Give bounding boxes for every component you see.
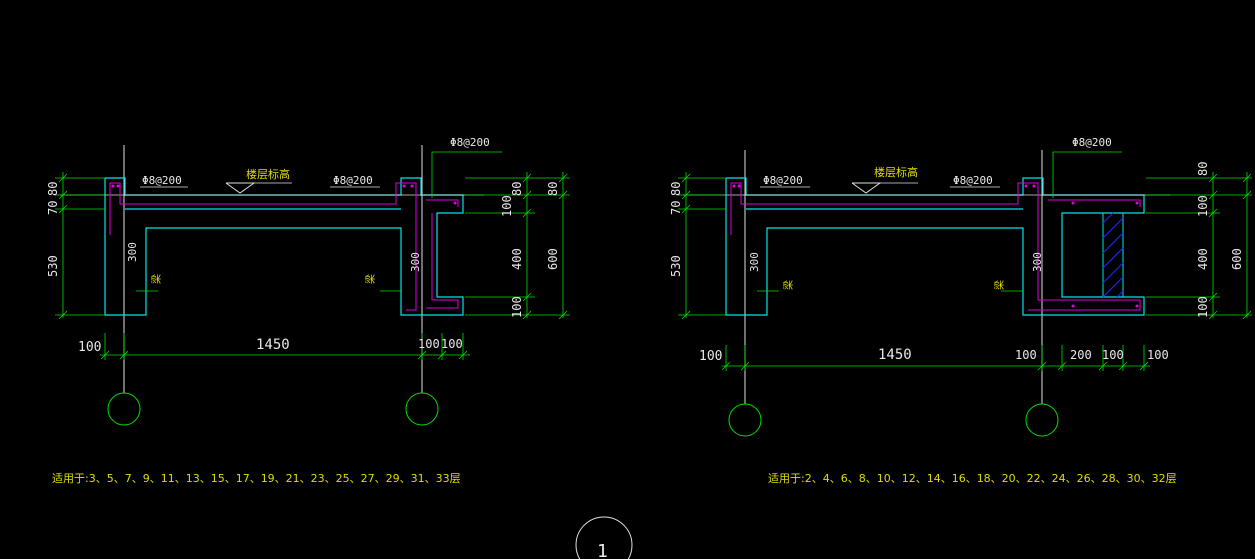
left-dims-right [465, 172, 570, 320]
left-rebar-lead-label: Φ8@200 [450, 136, 490, 149]
left-rebar-dot [410, 184, 414, 188]
left-rebar-label-2: Φ8@200 [333, 174, 373, 187]
right-rebar-label-1: Φ8@200 [763, 174, 803, 187]
right-rebar-lead-line [1052, 151, 1122, 198]
left-rebar-2 [426, 199, 459, 207]
left-dim-left-530: 530 [46, 255, 60, 277]
right-dim-bottom-1450: 1450 [878, 347, 912, 363]
left-dim-left-70: 70 [46, 201, 60, 215]
right-rebar-dot [1071, 201, 1075, 205]
section-bubble-number: 1 [597, 541, 608, 559]
left-beam-label-2: 梁 [364, 274, 377, 284]
right-dim-bottom-100c: 100 [1102, 348, 1124, 362]
right-level-triangle [851, 182, 882, 194]
right-section: 楼层标高 Φ8@200 Φ8@200 Φ8@200 300 300 梁 梁 80… [669, 136, 1252, 485]
right-dim-left-80: 80 [669, 182, 683, 196]
right-rebar-dot [737, 184, 741, 188]
left-beam-width-2: 300 [409, 252, 422, 272]
left-dim-right-100b: 100 [510, 296, 524, 318]
right-rebar-lead-label: Φ8@200 [1072, 136, 1112, 149]
right-rebar-dot [732, 184, 736, 188]
left-dims-left [55, 172, 105, 320]
right-grid-bubble-2 [1025, 403, 1059, 437]
right-floor-level-label: 楼层标高 [874, 165, 918, 179]
left-grid-bubble-1 [107, 392, 141, 426]
right-applies-to-note: 适用于:2、4、6、8、10、12、14、16、18、20、22、24、26、2… [768, 472, 1177, 485]
right-rebar-dot [1135, 304, 1139, 308]
right-dim-bottom-100b: 100 [1015, 348, 1037, 362]
left-dim-right-80b: 80 [546, 182, 560, 196]
right-grid-bubble-1 [728, 403, 762, 437]
right-masonry-hatch-box [1102, 212, 1124, 298]
left-rebar-1 [109, 182, 417, 311]
left-beam-label-1: 梁 [150, 274, 163, 284]
right-rebar-1 [730, 182, 1141, 311]
right-rebar-dot [1071, 304, 1075, 308]
right-concrete-outline [725, 177, 1145, 316]
right-dim-left-70: 70 [669, 201, 683, 215]
right-dim-right-100a: 100 [1196, 195, 1210, 217]
left-dim-right-100a: 100 [500, 195, 514, 217]
right-beam-label-1: 梁 [782, 280, 795, 290]
left-dim-right-600: 600 [546, 248, 560, 270]
right-beam-width-1: 300 [748, 252, 761, 272]
right-beam-label-2: 梁 [993, 280, 1006, 290]
left-beam-width-1: 300 [126, 242, 139, 262]
left-rebar-dot [453, 201, 457, 205]
left-applies-to-note: 适用于:3、5、7、9、11、13、15、17、19、21、23、25、27、2… [52, 472, 461, 485]
right-dims-right [1146, 172, 1252, 320]
left-rebar-3 [426, 213, 459, 309]
right-dim-right-600: 600 [1230, 248, 1244, 270]
left-dims-bottom [100, 333, 470, 360]
left-grid-bubble-2 [405, 392, 439, 426]
left-rebar-label-1: Φ8@200 [142, 174, 182, 187]
left-rebar-lead-line [431, 151, 502, 198]
left-dim-right-400: 400 [510, 248, 524, 270]
left-section: 楼层标高 Φ8@200 Φ8@200 Φ8@200 300 300 梁 梁 80… [46, 136, 570, 485]
left-dim-bottom-100a: 100 [78, 340, 101, 355]
right-dim-bottom-200: 200 [1070, 348, 1092, 362]
right-dim-bottom-100d: 100 [1147, 348, 1169, 362]
left-dim-bottom-100c: 100 [441, 337, 463, 351]
right-rebar-dot [1135, 201, 1139, 205]
right-dim-right-100b: 100 [1196, 296, 1210, 318]
right-dim-right-80: 80 [1196, 162, 1210, 176]
left-dim-left-80: 80 [46, 182, 60, 196]
right-beam-width-2: 300 [1031, 252, 1044, 272]
right-masonry-hatch [1102, 212, 1124, 298]
section-bubble [575, 516, 633, 559]
right-dim-right-400: 400 [1196, 248, 1210, 270]
left-rebar-dot [111, 184, 115, 188]
right-rebar-dot [1024, 184, 1028, 188]
left-dim-bottom-100b: 100 [418, 337, 440, 351]
right-rebar-dot [1032, 184, 1036, 188]
right-rebar-label-2: Φ8@200 [953, 174, 993, 187]
left-dim-right-80a: 80 [510, 182, 524, 196]
left-dim-bottom-1450: 1450 [256, 337, 290, 353]
left-floor-level-label: 楼层标高 [246, 167, 290, 181]
left-rebar-dot [116, 184, 120, 188]
right-dims-left [678, 172, 726, 320]
left-level-triangle [225, 182, 256, 194]
left-rebar-dot [402, 184, 406, 188]
right-rebar-2 [1048, 199, 1141, 207]
right-dims-bottom [721, 345, 1150, 371]
right-dim-bottom-100a: 100 [699, 349, 722, 364]
right-dim-left-530: 530 [669, 255, 683, 277]
left-concrete-outline [104, 177, 464, 316]
